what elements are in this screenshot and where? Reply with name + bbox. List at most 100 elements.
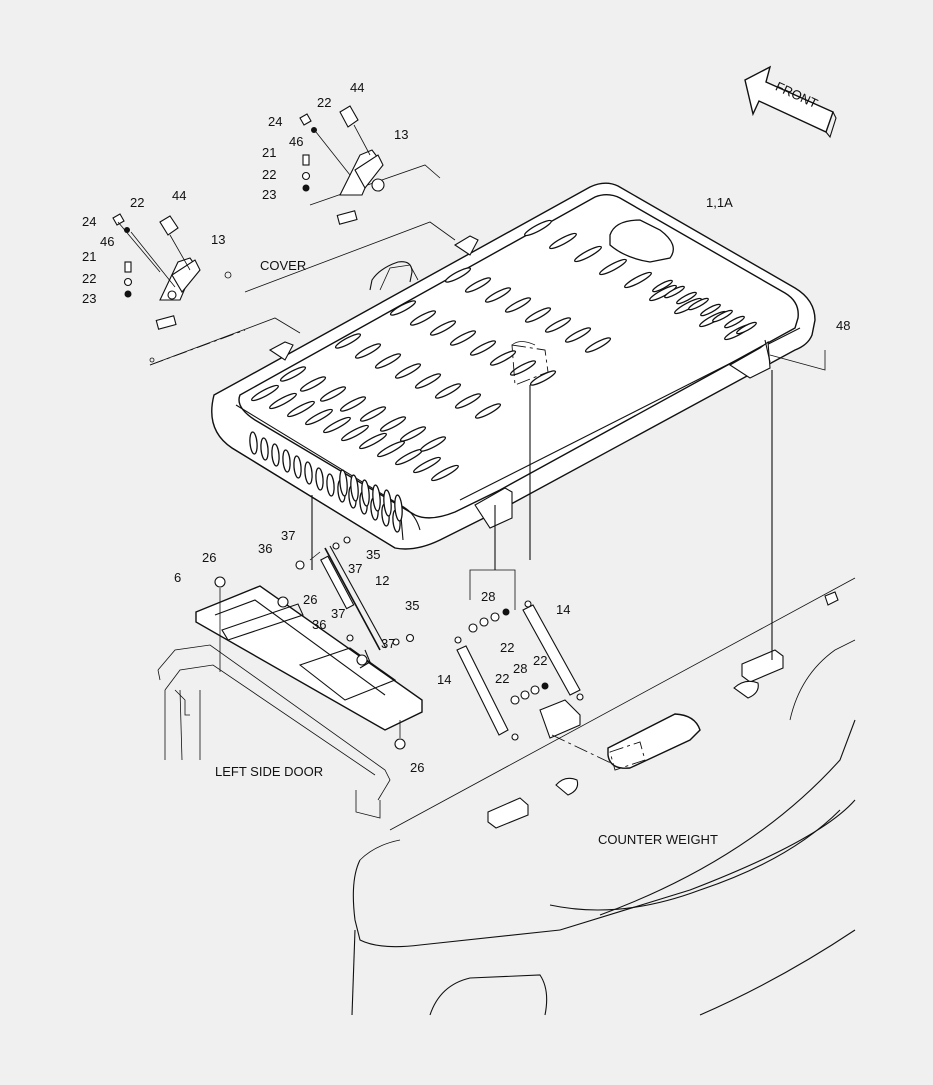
callout-6: 6	[174, 570, 181, 585]
callout-22: 22	[317, 95, 331, 110]
vent-slot	[574, 245, 602, 263]
left-side-door	[157, 644, 391, 819]
vent-slot	[431, 464, 459, 482]
vent-slot	[736, 321, 757, 335]
vent-slot	[269, 392, 297, 410]
vent-slot	[712, 309, 733, 323]
vent-slot	[529, 370, 557, 386]
callout-26: 26	[410, 760, 424, 775]
callout-46: 46	[100, 234, 114, 249]
vent-slot	[359, 406, 387, 422]
vent-slot	[379, 416, 407, 432]
callout-36: 36	[312, 617, 326, 632]
callout-22: 22	[495, 671, 509, 686]
vent-slot	[279, 366, 307, 382]
engine-hood	[211, 182, 816, 550]
vent-slot	[319, 386, 347, 402]
vent-slot	[334, 333, 362, 349]
callout-48: 48	[836, 318, 850, 333]
vent-slot	[299, 376, 327, 392]
vent-slot	[251, 384, 279, 402]
vent-slot	[339, 396, 367, 412]
callout-1-1A: 1,1A	[706, 195, 733, 210]
callout-21: 21	[262, 145, 276, 160]
door-stay-assembly	[295, 495, 415, 651]
callout-36: 36	[258, 541, 272, 556]
vent-slot	[359, 432, 387, 450]
vent-slot	[676, 291, 697, 305]
callout-26: 26	[303, 592, 317, 607]
vent-slot	[444, 267, 472, 283]
gas-springs	[454, 385, 616, 766]
hood-vent-slots	[251, 219, 757, 482]
callout-22: 22	[262, 167, 276, 182]
vent-slot	[524, 307, 552, 323]
callout-22: 22	[82, 271, 96, 286]
callout-35: 35	[366, 547, 380, 562]
vent-slot	[394, 363, 422, 379]
vent-slot	[315, 467, 324, 491]
vent-slot	[413, 456, 441, 474]
vent-slot	[341, 424, 369, 442]
vent-slot	[383, 489, 392, 517]
latch-assembly-right	[299, 105, 385, 225]
callout-14: 14	[437, 672, 451, 687]
vent-slot	[509, 360, 537, 376]
vent-slot	[287, 400, 315, 418]
vent-slot	[544, 317, 572, 333]
vent-slot	[260, 437, 269, 461]
callout-22: 22	[533, 653, 547, 668]
callout-24: 24	[82, 214, 96, 229]
callout-46: 46	[289, 134, 303, 149]
vent-slot	[350, 474, 359, 502]
vent-slot	[326, 473, 335, 497]
vent-slot	[374, 353, 402, 369]
callout-26: 26	[202, 550, 216, 565]
vent-slot	[564, 327, 592, 343]
callout-12: 12	[375, 573, 389, 588]
vent-slot	[549, 232, 577, 250]
vent-slot	[688, 297, 709, 311]
counter-weight	[351, 350, 856, 1016]
vent-slot	[700, 303, 721, 317]
vent-slot	[454, 393, 482, 409]
callout-21: 21	[82, 249, 96, 264]
vent-slot	[624, 271, 652, 289]
vent-slot	[249, 431, 258, 455]
vent-slot	[584, 337, 612, 353]
vent-slot	[489, 350, 517, 366]
vent-slot	[394, 494, 403, 522]
vent-slot	[724, 315, 745, 329]
callout-13: 13	[394, 127, 408, 142]
callout-35: 35	[405, 598, 419, 613]
vent-slot	[409, 310, 437, 326]
callout-37: 37	[381, 636, 395, 651]
cover-label: COVER	[260, 258, 306, 273]
vent-slot	[419, 436, 447, 452]
vent-slot	[361, 479, 370, 507]
hood-front-slots	[249, 431, 403, 533]
vent-slot	[271, 443, 280, 467]
vent-slot	[474, 403, 502, 419]
vent-slot	[304, 461, 313, 485]
vent-slot	[449, 330, 477, 346]
callout-14: 14	[556, 602, 570, 617]
counter-weight-label: COUNTER WEIGHT	[598, 832, 718, 847]
vent-slot	[399, 426, 427, 442]
vent-slot	[354, 343, 382, 359]
vent-slot	[434, 383, 462, 399]
vent-slot	[429, 320, 457, 336]
vent-slot	[372, 484, 381, 512]
callout-28: 28	[481, 589, 495, 604]
callout-13: 13	[211, 232, 225, 247]
callout-28: 28	[513, 661, 527, 676]
vent-slot	[524, 219, 552, 237]
vent-slot	[664, 285, 685, 299]
callout-37: 37	[331, 606, 345, 621]
vent-slot	[484, 287, 512, 303]
vent-slot	[339, 469, 348, 497]
left-side-door-label: LEFT SIDE DOOR	[215, 764, 323, 779]
vent-slot	[469, 340, 497, 356]
